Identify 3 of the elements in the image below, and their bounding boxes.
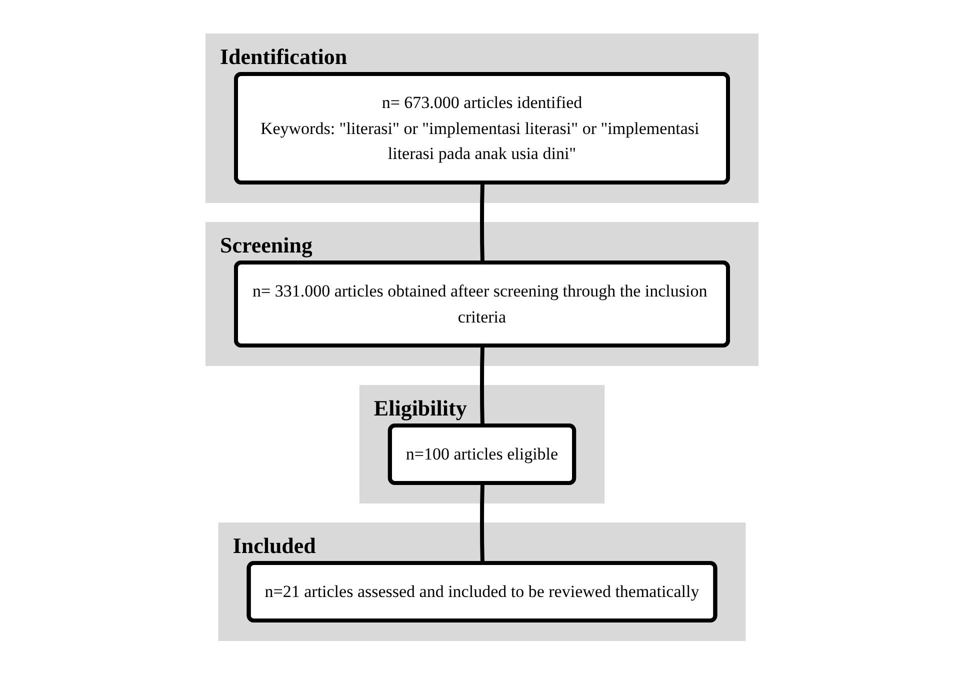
connector [480, 484, 484, 564]
connector [480, 183, 484, 264]
connector [480, 346, 484, 426]
